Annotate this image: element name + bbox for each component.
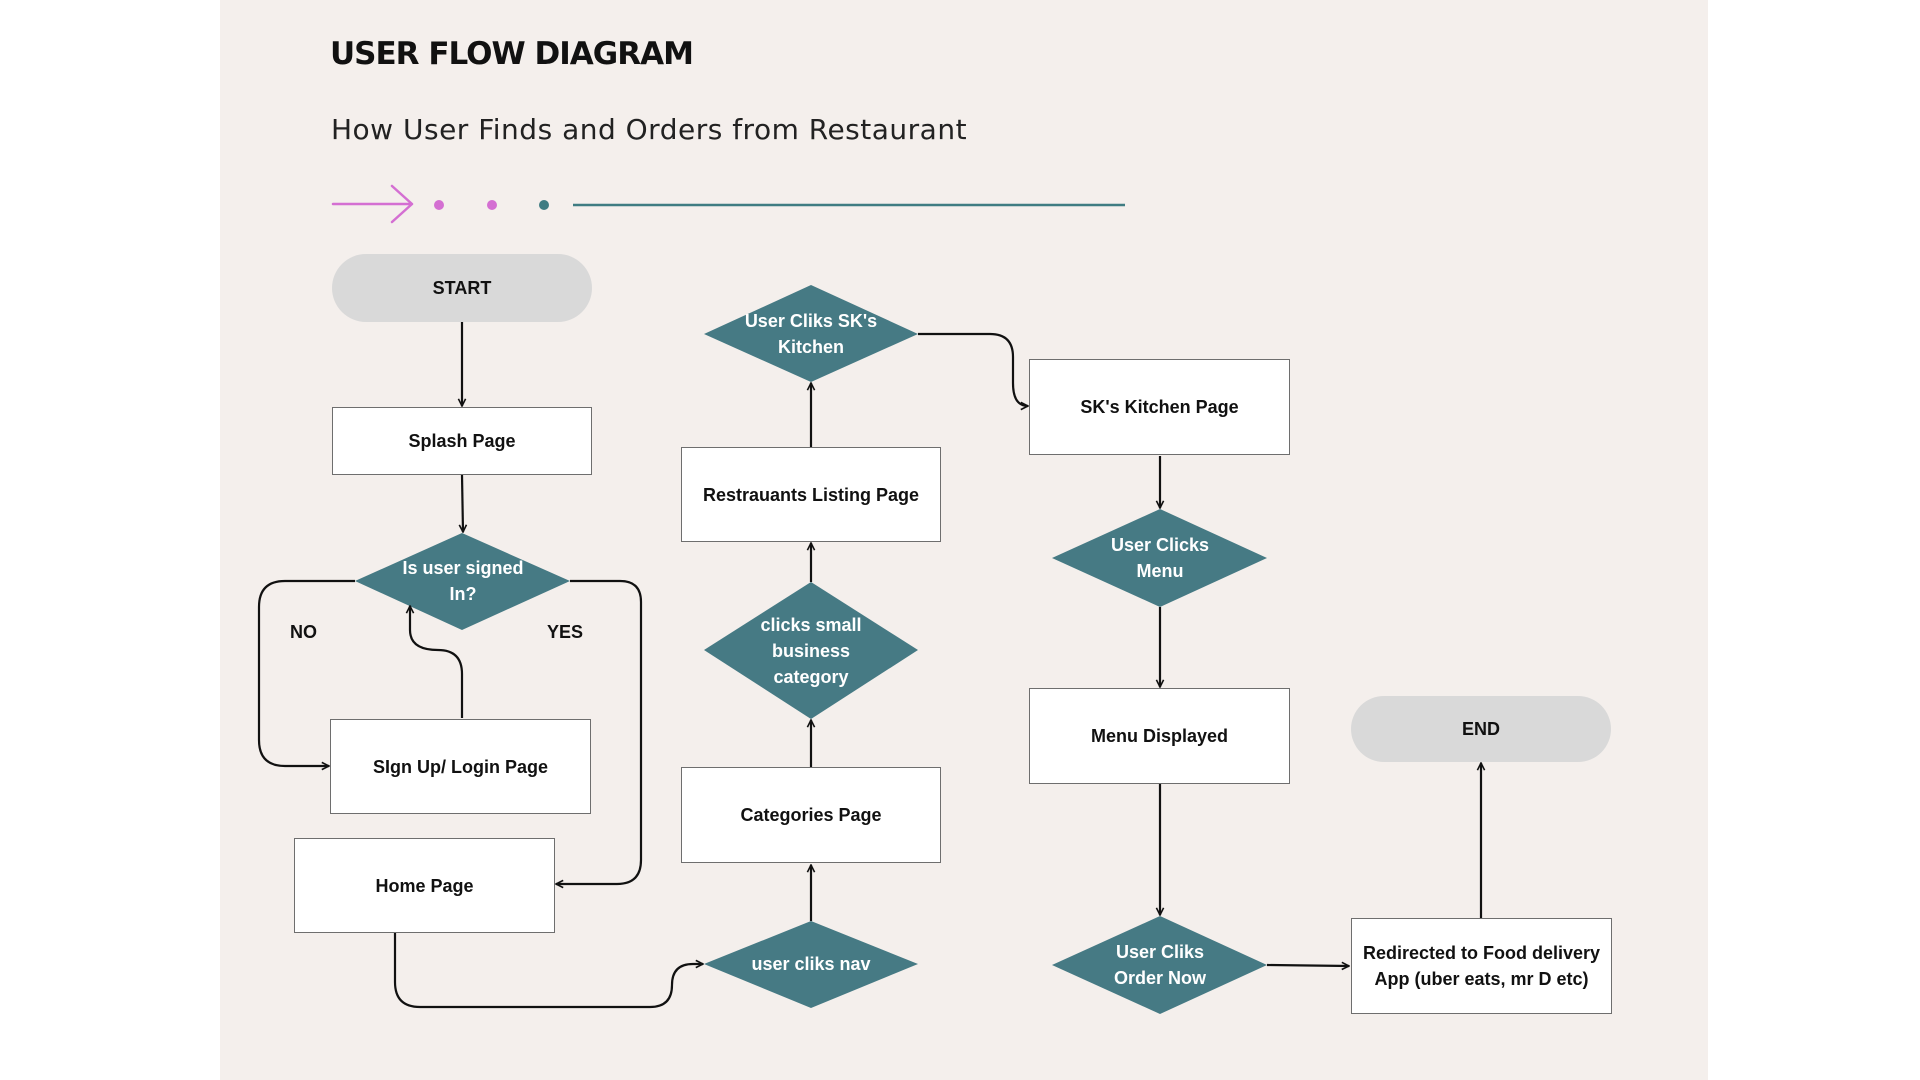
- nav-decision-label: user cliks nav: [751, 954, 871, 974]
- end-node: END: [1351, 696, 1611, 762]
- edge-home-nav: [393, 933, 703, 1009]
- branch-no-label: NO: [290, 622, 317, 642]
- small-business-decision-label: clicks small business category: [760, 615, 862, 687]
- header-divider: [331, 184, 1125, 224]
- start-node: START: [332, 254, 592, 322]
- edge-splash-decision: [462, 474, 463, 532]
- connectors: [257, 322, 1481, 1009]
- edge-order-redirected: [1266, 965, 1349, 966]
- clicks-kitchen-decision-label: User Cliks SK's Kitchen: [744, 311, 878, 357]
- page-title: USER FLOW DIAGRAM: [330, 36, 694, 72]
- divider-dot-2: [487, 200, 497, 210]
- home-page-node: Home Page: [294, 838, 555, 933]
- redirected-node: Redirected to Food delivery App (uber ea…: [1351, 918, 1612, 1014]
- categories-page-node: Categories Page: [681, 767, 941, 863]
- branch-yes-label: YES: [547, 622, 584, 642]
- divider-dot-3: [539, 200, 549, 210]
- edge-clicks-kitchen-page: [918, 332, 1028, 406]
- diamond-small-business: [704, 582, 918, 719]
- diamond-order-now: [1052, 916, 1267, 1014]
- menu-displayed-node: Menu Displayed: [1029, 688, 1290, 784]
- clicks-menu-decision-label: User Clicks Menu: [1110, 535, 1210, 581]
- order-now-decision-label: User Cliks Order Now: [1113, 942, 1206, 988]
- arrow-right-icon: [331, 184, 414, 224]
- listing-page-node: Restrauants Listing Page: [681, 447, 941, 542]
- divider-dot-1: [434, 200, 444, 210]
- kitchen-page-node: SK's Kitchen Page: [1029, 359, 1290, 455]
- page-subtitle: How User Finds and Orders from Restauran…: [331, 113, 968, 146]
- edge-no-signup: [257, 579, 355, 766]
- diamond-signed-in: [355, 533, 570, 630]
- diamond-clicks-menu: [1052, 509, 1267, 607]
- diamond-clicks-kitchen: [704, 285, 918, 382]
- splash-page-node: Splash Page: [332, 407, 592, 475]
- edge-signup-decision: [410, 606, 464, 718]
- diamond-nav: [704, 921, 918, 1008]
- edge-yes-home: [556, 579, 643, 884]
- signup-login-node: SIgn Up/ Login Page: [330, 719, 591, 814]
- signed-in-decision-label: Is user signed In?: [402, 558, 524, 604]
